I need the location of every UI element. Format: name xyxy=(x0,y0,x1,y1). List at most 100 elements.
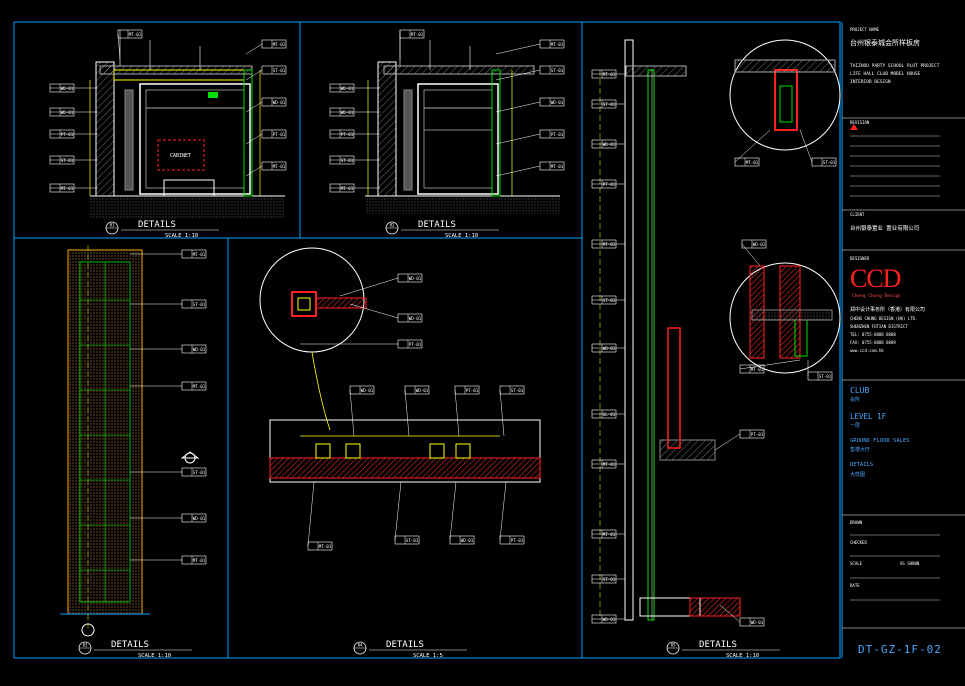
detail-number: 01 xyxy=(110,223,115,228)
leader-line xyxy=(499,389,505,437)
callout-code: MT-01 xyxy=(551,42,564,47)
callout-box xyxy=(117,29,143,39)
leader-line xyxy=(404,389,410,437)
detail-03-column xyxy=(60,245,200,637)
callout-box xyxy=(394,535,420,545)
callout-code: ST-01 xyxy=(603,102,616,107)
callout-code: MT-01 xyxy=(603,532,616,537)
callout-box xyxy=(591,409,617,419)
detail-title: DETAILS xyxy=(418,220,456,230)
sheet-type: DETAILS xyxy=(850,462,874,468)
leader-line xyxy=(495,165,541,177)
callout-code: MT-01 xyxy=(129,32,142,37)
callout-box xyxy=(329,83,355,93)
leader-line xyxy=(339,277,399,297)
callout-code: ST-01 xyxy=(603,298,616,303)
callout-code: MT-01 xyxy=(603,72,616,77)
callout-box xyxy=(329,183,355,193)
detail-number: 03 xyxy=(83,643,88,648)
callout-box xyxy=(181,467,207,477)
drawn-label: DRAWN xyxy=(850,520,863,525)
leader-line xyxy=(719,604,741,623)
detail-number: 04 xyxy=(358,643,363,648)
leader-line xyxy=(734,129,771,163)
leader-line xyxy=(245,101,263,113)
callout-box xyxy=(591,179,617,189)
scale-value: AS SHOWN xyxy=(900,561,920,566)
zone-name: GROUND FLOOR SALES xyxy=(850,438,910,444)
callout-code: WD-01 xyxy=(341,86,354,91)
ccd-logo: CCD xyxy=(850,264,901,293)
callout-box xyxy=(49,155,75,165)
leader-line xyxy=(349,389,355,437)
callout-code: WD-01 xyxy=(273,100,286,105)
leader-line xyxy=(245,165,263,177)
callout-box xyxy=(399,29,425,39)
callout-box xyxy=(261,161,287,171)
callout-code: WD-01 xyxy=(751,620,764,625)
company-line-2: SHENZHEN FUTIAN DISTRICT xyxy=(850,324,908,329)
level-name: LEVEL 1F xyxy=(850,412,887,421)
callout-code: ST-01 xyxy=(551,68,564,73)
callout-box xyxy=(49,129,75,139)
callout-box xyxy=(181,299,207,309)
detail-title: DETAILS xyxy=(138,220,176,230)
detail-scale: SCALE 1:10 xyxy=(165,233,198,239)
callout-box xyxy=(261,129,287,139)
leader-line xyxy=(245,69,263,81)
callout-code: WD-01 xyxy=(753,242,766,247)
company-line-1: CHENG CHUNG DESIGN (HK) LTD. xyxy=(850,316,918,321)
callout-code: ST-01 xyxy=(273,68,286,73)
callout-code: MT-01 xyxy=(411,32,424,37)
leader-line xyxy=(495,43,541,55)
leader-line xyxy=(454,389,460,437)
callout-code: PT-01 xyxy=(273,132,286,137)
callout-code: WD-01 xyxy=(361,388,374,393)
detail-scale: SCALE 1:5 xyxy=(413,653,443,659)
callout-code: WD-01 xyxy=(603,617,616,622)
detail-02-section xyxy=(365,30,560,214)
leader-line xyxy=(117,33,121,61)
client-name: 台州银泰置业 置业有限公司 xyxy=(850,226,920,232)
callout-code: WD-01 xyxy=(409,276,422,281)
callout-box xyxy=(181,249,207,259)
leader-line xyxy=(739,359,801,370)
callout-code: ST-01 xyxy=(823,160,836,165)
callout-code: PT-01 xyxy=(511,538,524,543)
callout-box xyxy=(591,99,617,109)
callout-box xyxy=(591,69,617,79)
designer-label: DESIGNER xyxy=(850,256,870,261)
detail-04-plan xyxy=(259,247,541,483)
sheet-type-cn: 大样图 xyxy=(850,472,866,478)
leader-line xyxy=(245,133,263,145)
callout-code: PT-01 xyxy=(409,342,422,347)
project-name-en-2: LIFE HALL CLUB MODEL HOUSE xyxy=(850,72,921,77)
revision-label: REVISION xyxy=(850,120,870,125)
callout-code: WD-01 xyxy=(551,100,564,105)
leader-line xyxy=(307,481,315,547)
callout-code: WD-01 xyxy=(461,538,474,543)
callout-box xyxy=(329,129,355,139)
callout-code: PT-01 xyxy=(341,132,354,137)
callout-code: MT-01 xyxy=(751,367,764,372)
client-label: CLIENT xyxy=(850,212,865,217)
callout-code: WD-01 xyxy=(341,110,354,115)
callout-box xyxy=(181,513,207,523)
callout-code: MT-01 xyxy=(273,42,286,47)
callout-box xyxy=(261,97,287,107)
leader-line xyxy=(449,481,457,541)
callout-code: PT-01 xyxy=(551,132,564,137)
leader-line xyxy=(495,101,541,113)
callout-code: MT-01 xyxy=(319,544,332,549)
title-block xyxy=(842,117,965,629)
callout-box xyxy=(329,107,355,117)
callout-code: WD-01 xyxy=(603,142,616,147)
callout-code: MT-01 xyxy=(193,252,206,257)
company-line-3: TEL: 0755-8888 8888 xyxy=(850,332,896,337)
svg-text:CABINET: CABINET xyxy=(170,153,191,159)
callout-box xyxy=(449,535,475,545)
callout-box xyxy=(397,339,423,349)
callout-code: MT-01 xyxy=(603,242,616,247)
callout-code: MT-01 xyxy=(551,164,564,169)
